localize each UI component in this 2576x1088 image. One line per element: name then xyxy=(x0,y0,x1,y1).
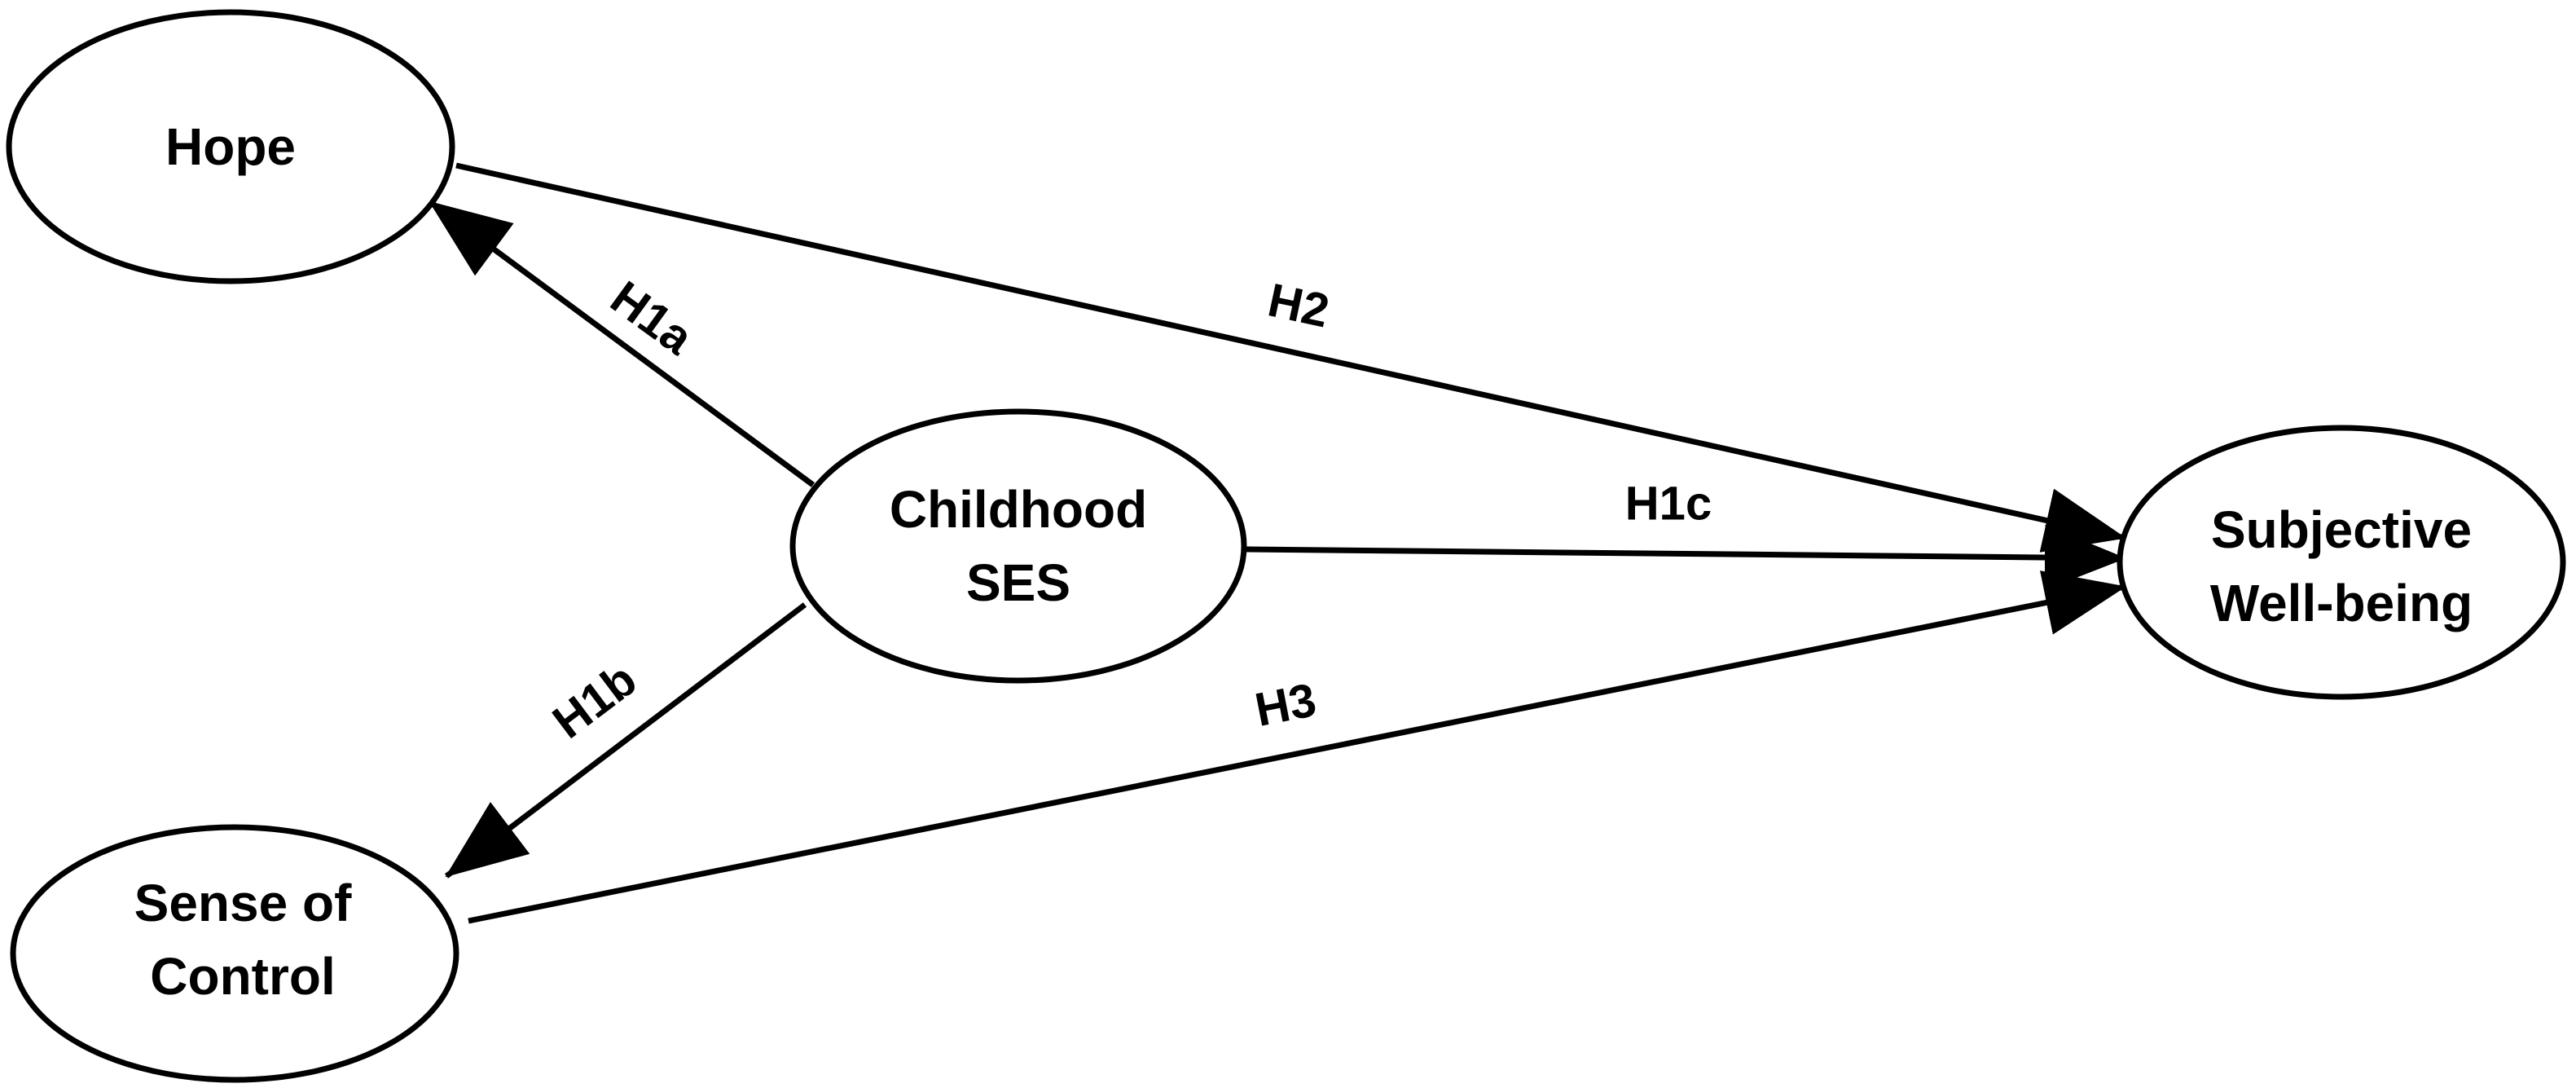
node-childhood-ses-label-line-1: Childhood xyxy=(890,480,1147,539)
edge-h1a-arrow xyxy=(428,200,815,487)
edges xyxy=(428,162,2126,924)
node-hope: Hope xyxy=(6,9,455,284)
node-hope-label: Hope xyxy=(165,117,296,176)
edge-h3-arrow xyxy=(468,570,2126,924)
node-subjective-wellbeing-label-line-1: Subjective xyxy=(2211,500,2472,559)
node-subjective-wellbeing-label-line-2: Well-being xyxy=(2210,574,2473,632)
node-subjective-wellbeing: Subjective Well-being xyxy=(2117,425,2566,700)
edge-h1b-arrow xyxy=(444,602,807,879)
edge-label-h2: H2 xyxy=(1264,274,1334,338)
edge-label-h1c: H1c xyxy=(1625,478,1712,531)
node-childhood-ses-label-line-2: SES xyxy=(966,553,1070,612)
node-sense-of-control-ellipse xyxy=(10,824,459,1083)
node-sense-of-control-label-line-1: Sense of xyxy=(134,874,352,932)
node-sense-of-control-label-line-2: Control xyxy=(150,947,336,1006)
edge-h1c-arrow xyxy=(1246,525,2126,590)
edge-h2-arrow xyxy=(455,162,2126,553)
node-hope-ellipse xyxy=(6,9,455,284)
node-childhood-ses-ellipse xyxy=(789,408,1247,684)
edge-label-h1a: H1a xyxy=(601,271,703,365)
edge-label-h3: H3 xyxy=(1251,673,1320,737)
node-sense-of-control: Sense of Control xyxy=(10,824,459,1083)
node-childhood-ses: Childhood SES xyxy=(789,408,1247,684)
node-subjective-wellbeing-ellipse xyxy=(2117,425,2566,700)
